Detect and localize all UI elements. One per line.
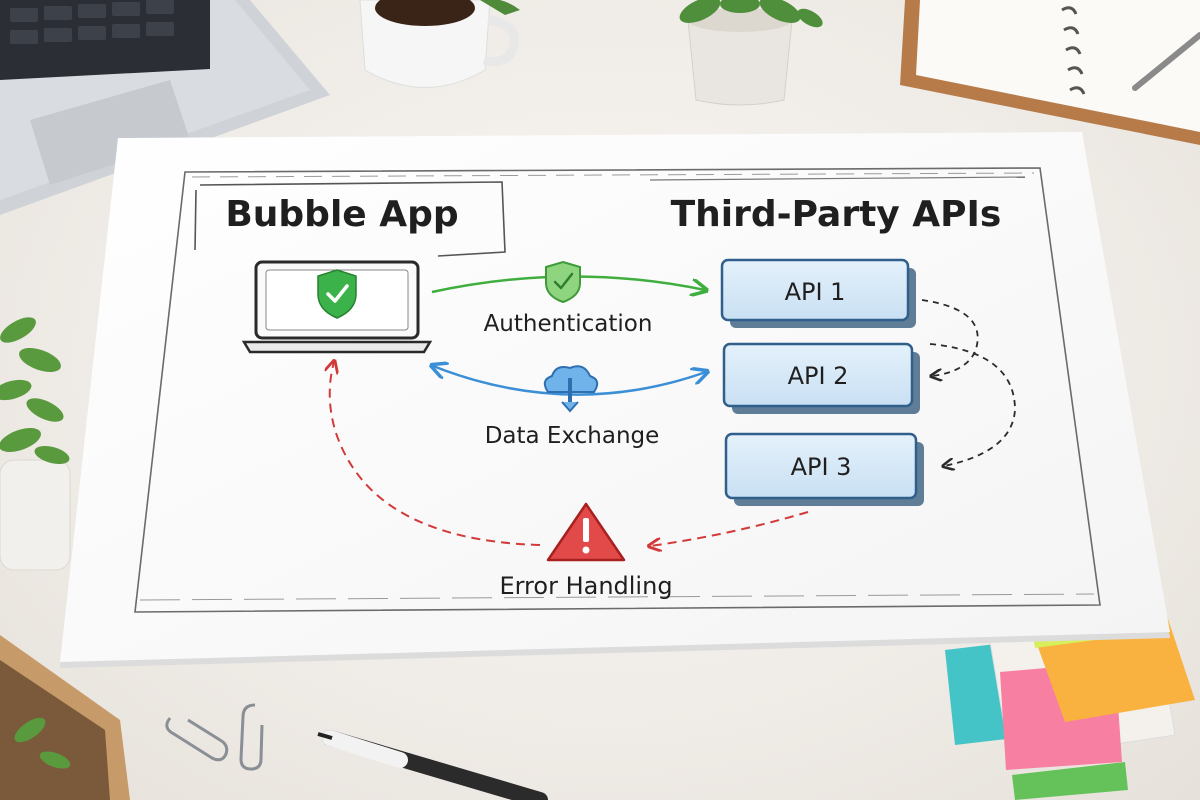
data-exchange-flow: Data Exchange	[433, 366, 706, 449]
api-1-label: API 1	[785, 278, 846, 306]
shield-check-icon	[545, 260, 581, 304]
warning-triangle-icon	[546, 502, 626, 562]
api-2-label: API 2	[788, 362, 849, 390]
laptop-shield-icon	[241, 260, 433, 354]
api-chain-arrows	[921, 299, 1016, 466]
data-exchange-label: Data Exchange	[485, 423, 660, 449]
tray-prop	[0, 635, 130, 800]
api-box-1: API 1	[720, 258, 916, 328]
bubble-app-title: Bubble App	[225, 194, 458, 235]
plant-pot-prop	[679, 0, 823, 106]
pen-prop	[317, 730, 548, 800]
left-plant-prop	[0, 317, 71, 571]
paper-clips-prop	[165, 703, 264, 771]
api-3-label: API 3	[791, 453, 852, 481]
api-box-2: API 2	[722, 342, 920, 414]
authentication-label: Authentication	[484, 311, 653, 337]
bubble-app-panel: Bubble App	[194, 181, 506, 257]
laptop-prop	[0, 0, 330, 215]
coffee-cup-prop	[359, 0, 520, 88]
error-handling-label: Error Handling	[499, 572, 672, 600]
error-to-triangle-arrow	[650, 511, 809, 546]
third-party-apis-panel: Third-Party APIs	[649, 176, 1026, 235]
authentication-flow: Authentication	[431, 260, 705, 337]
api-box-3: API 3	[724, 432, 924, 506]
notebook-prop	[900, 0, 1200, 145]
error-to-app-arrow	[330, 362, 541, 546]
error-handling-flow: Error Handling	[330, 362, 809, 600]
third-party-apis-title: Third-Party APIs	[671, 194, 1002, 235]
cloud-transfer-icon	[543, 365, 599, 413]
